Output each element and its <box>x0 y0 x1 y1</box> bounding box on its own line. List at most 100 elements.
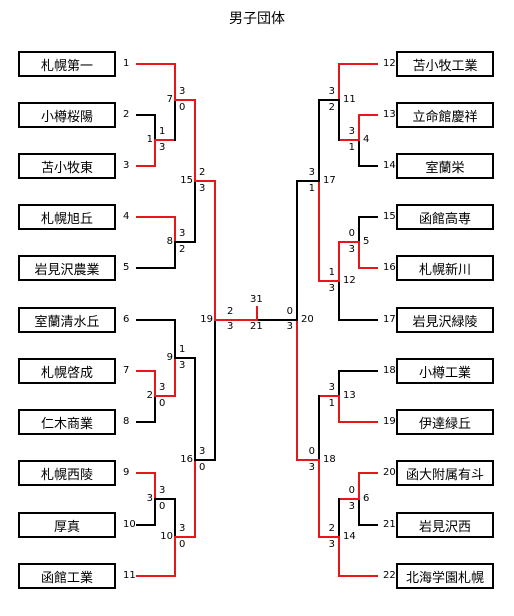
match-number: 2 <box>146 390 153 401</box>
left-team-10: 厚真 <box>18 512 116 538</box>
match-number: 6 <box>363 493 370 504</box>
left-team-5: 岩見沢農業 <box>18 255 116 281</box>
match-number: 13 <box>343 390 356 401</box>
final-score-bottom: 21 <box>250 321 263 332</box>
right-team-20: 函大附属有斗 <box>396 460 494 486</box>
score-bottom: 3 <box>348 501 355 512</box>
seed-number-9: 9 <box>123 467 130 478</box>
score-top: 1 <box>159 126 166 137</box>
seed-number-4: 4 <box>123 211 130 222</box>
match-number: 14 <box>343 531 356 542</box>
score-bottom: 0 <box>199 462 206 473</box>
left-team-7: 札幌啓成 <box>18 358 116 384</box>
seed-number-11: 11 <box>123 570 136 581</box>
score-top: 3 <box>348 126 355 137</box>
match-number: 18 <box>323 454 336 465</box>
match-number: 10 <box>160 531 173 542</box>
score-bottom: 2 <box>328 102 335 113</box>
score-bottom: 0 <box>159 501 166 512</box>
left-team-6: 室蘭清水丘 <box>18 307 116 333</box>
score-top: 3 <box>179 86 186 97</box>
seed-number-19: 19 <box>383 416 396 427</box>
score-top: 2 <box>328 523 335 534</box>
seed-number-22: 22 <box>383 570 396 581</box>
score-top: 3 <box>159 485 166 496</box>
score-top: 1 <box>328 267 335 278</box>
match-number: 7 <box>166 94 173 105</box>
score-top: 3 <box>328 382 335 393</box>
right-team-12: 苫小牧工業 <box>396 51 494 77</box>
score-top: 1 <box>179 344 186 355</box>
score-top: 2 <box>227 306 234 317</box>
score-top: 0 <box>308 446 315 457</box>
match-number: 4 <box>363 134 370 145</box>
score-bottom: 1 <box>308 183 315 194</box>
seed-number-15: 15 <box>383 211 396 222</box>
score-bottom: 3 <box>286 321 293 332</box>
left-team-4: 札幌旭丘 <box>18 204 116 230</box>
right-team-22: 北海学園札幌 <box>396 563 494 589</box>
score-bottom: 3 <box>179 360 186 371</box>
score-bottom: 0 <box>179 539 186 550</box>
match-number: 8 <box>166 236 173 247</box>
left-team-8: 仁木商業 <box>18 409 116 435</box>
match-number: 12 <box>343 275 356 286</box>
score-bottom: 3 <box>227 321 234 332</box>
score-bottom: 3 <box>328 539 335 550</box>
seed-number-18: 18 <box>383 365 396 376</box>
left-team-1: 札幌第一 <box>18 51 116 77</box>
match-number: 19 <box>200 314 213 325</box>
score-top: 3 <box>179 228 186 239</box>
score-bottom: 3 <box>159 142 166 153</box>
seed-number-14: 14 <box>383 160 396 171</box>
score-top: 3 <box>328 86 335 97</box>
final-score-top: 31 <box>250 294 263 305</box>
match-number: 1 <box>146 134 153 145</box>
left-team-2: 小樽桜陽 <box>18 102 116 128</box>
left-team-9: 札幌西陵 <box>18 460 116 486</box>
right-team-13: 立命館慶祥 <box>396 102 494 128</box>
score-bottom: 1 <box>328 398 335 409</box>
seed-number-3: 3 <box>123 160 130 171</box>
right-team-15: 函館高専 <box>396 204 494 230</box>
seed-number-20: 20 <box>383 467 396 478</box>
score-top: 3 <box>179 523 186 534</box>
score-bottom: 0 <box>179 102 186 113</box>
score-bottom: 2 <box>179 244 186 255</box>
seed-number-10: 10 <box>123 519 136 530</box>
seed-number-6: 6 <box>123 314 130 325</box>
seed-number-5: 5 <box>123 262 130 273</box>
score-top: 0 <box>286 306 293 317</box>
score-top: 3 <box>159 382 166 393</box>
score-top: 3 <box>199 446 206 457</box>
seed-number-16: 16 <box>383 262 396 273</box>
score-top: 2 <box>199 167 206 178</box>
right-team-19: 伊達緑丘 <box>396 409 494 435</box>
seed-number-13: 13 <box>383 109 396 120</box>
score-bottom: 0 <box>159 398 166 409</box>
right-team-17: 岩見沢緑陵 <box>396 307 494 333</box>
seed-number-8: 8 <box>123 416 130 427</box>
right-team-18: 小樽工業 <box>396 358 494 384</box>
left-team-3: 苫小牧東 <box>18 153 116 179</box>
score-bottom: 3 <box>328 283 335 294</box>
match-number: 3 <box>146 493 153 504</box>
score-top: 0 <box>348 485 355 496</box>
match-number: 17 <box>323 175 336 186</box>
match-number: 15 <box>180 175 193 186</box>
score-top: 3 <box>308 167 315 178</box>
seed-number-7: 7 <box>123 365 130 376</box>
left-team-11: 函館工業 <box>18 563 116 589</box>
seed-number-2: 2 <box>123 109 130 120</box>
seed-number-1: 1 <box>123 58 130 69</box>
match-number: 5 <box>363 236 370 247</box>
seed-number-12: 12 <box>383 58 396 69</box>
match-number: 16 <box>180 454 193 465</box>
right-team-14: 室蘭栄 <box>396 153 494 179</box>
score-bottom: 3 <box>199 183 206 194</box>
seed-number-21: 21 <box>383 519 396 530</box>
score-bottom: 3 <box>348 244 355 255</box>
seed-number-17: 17 <box>383 314 396 325</box>
